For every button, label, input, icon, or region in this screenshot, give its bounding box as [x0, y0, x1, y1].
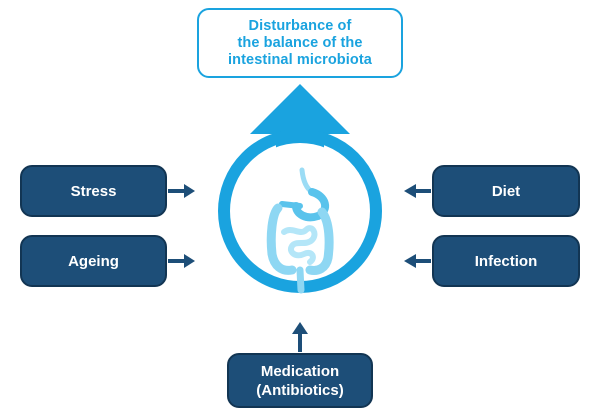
arrow-stress: [168, 184, 195, 198]
factor-medication: Medication (Antibiotics): [227, 353, 373, 408]
factor-diet: Diet: [432, 165, 580, 217]
arrow-infection: [404, 254, 431, 268]
intestine-icon: [266, 167, 334, 294]
factor-ageing: Ageing: [20, 235, 167, 287]
arrow-ageing: [168, 254, 195, 268]
arrow-diet: [404, 184, 431, 198]
result-box: Disturbance of the balance of the intest…: [197, 8, 403, 78]
arrow-medication: [292, 322, 308, 352]
arrows: [168, 184, 431, 352]
factor-infection: Infection: [432, 235, 580, 287]
result-text: Disturbance of the balance of the intest…: [228, 17, 372, 68]
factor-stress: Stress: [20, 165, 167, 217]
